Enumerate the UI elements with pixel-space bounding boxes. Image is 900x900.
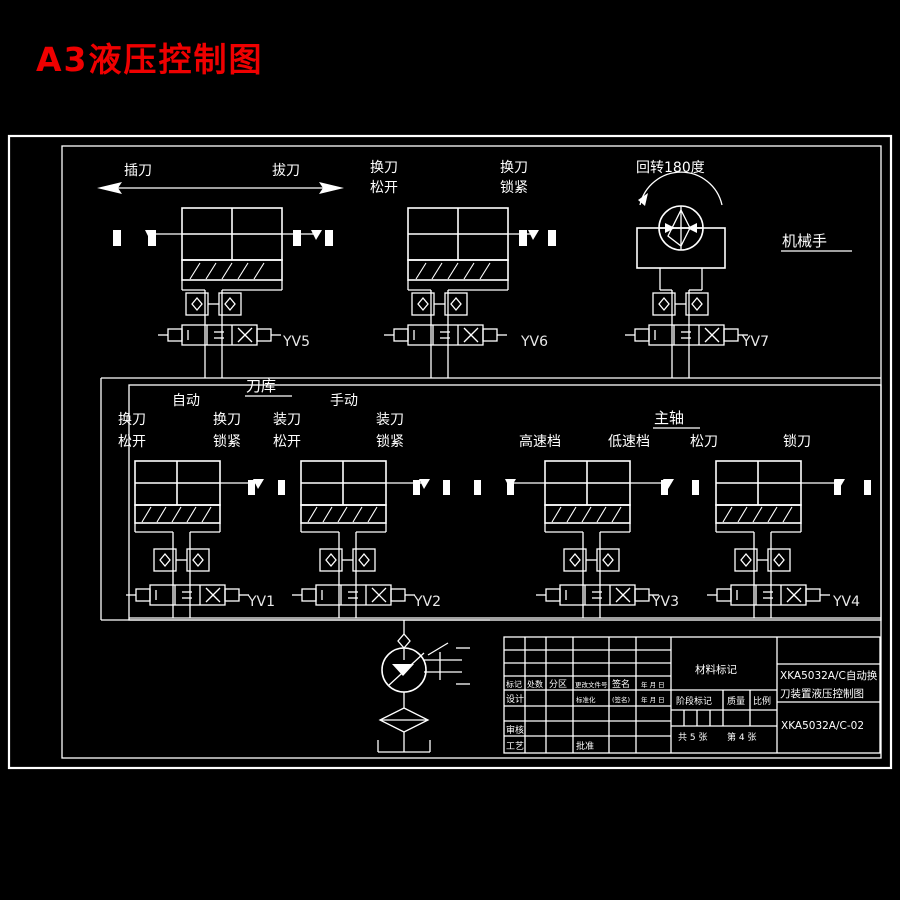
valve-label-yv5: YV5 [282, 334, 310, 350]
yv6-limit-switches [519, 230, 556, 246]
station-yv3: 高速档 低速档 [505, 433, 699, 618]
yv4-limit-switches [834, 480, 871, 495]
valve-label-yv7: YV7 [741, 334, 769, 350]
tb-weight: 质量 [727, 695, 745, 707]
section-label-manipulator: 机械手 [782, 232, 827, 250]
station-yv4: 松刀 锁刀 [690, 434, 871, 618]
mode-label-automatic: 自动 [172, 393, 200, 409]
page-title: A3液压控制图 [36, 40, 264, 79]
yv3-limit-switches [661, 480, 699, 495]
title-block: 标记 处数 分区 更改文件号 签名 年 月 日 设计 标准化 (签名) 年 月 … [503, 636, 881, 754]
section-label-tool-magazine: 刀库 [246, 377, 276, 395]
lower-section-frame [128, 384, 882, 621]
valve-label-yv2: YV2 [413, 594, 441, 610]
tb-scale: 比例 [753, 695, 771, 707]
tb-standardize-sign: (签名) [612, 695, 630, 704]
tb-sheets-total: 共 5 张 [678, 732, 707, 743]
yv3-label-right: 低速档 [608, 434, 650, 450]
drawing-frame [7, 134, 893, 770]
yv3-label-left: 高速档 [519, 433, 561, 450]
tb-review: 审核 [506, 724, 524, 736]
yv1-limit-switches [248, 480, 285, 495]
pump-unit [377, 620, 470, 753]
yv4-label-right: 锁刀 [783, 434, 811, 450]
tb-count: 处数 [527, 679, 543, 689]
tb-zone: 分区 [549, 679, 567, 690]
yv1-label-right-1: 换刀 [213, 411, 241, 428]
section-headers-lower: 刀库 主轴 自动 手动 [172, 377, 700, 429]
station-yv7: 回转180度 [625, 160, 769, 378]
yv2-label-left-2: 松开 [273, 434, 301, 450]
tb-mark: 标记 [506, 679, 522, 689]
yv1-label-right-2: 锁紧 [213, 434, 241, 450]
yv6-label-right-2: 锁紧 [500, 180, 528, 196]
yv4-label-left: 松刀 [690, 434, 718, 450]
yv5-label-right: 拔刀 [272, 163, 300, 179]
station-yv2: 装刀 松开 装刀 锁紧 [273, 412, 514, 618]
tb-material-mark: 材料标记 [695, 663, 737, 676]
manipulator-group: 机械手 [781, 232, 852, 252]
tb-drawing-name-1: XKA5032A/C自动换 [780, 669, 878, 682]
tb-process: 工艺 [506, 741, 524, 752]
tb-stage-mark: 阶段标记 [676, 695, 712, 707]
valve-label-yv3: YV3 [651, 594, 679, 610]
yv2-label-left-1: 装刀 [273, 412, 301, 428]
tb-approve: 批准 [576, 740, 594, 752]
yv2-limit-switches [413, 480, 514, 495]
yv5-label-left: 插刀 [124, 163, 152, 179]
yv6-label-right-1: 换刀 [500, 159, 528, 176]
valve-label-yv4: YV4 [832, 594, 860, 610]
tb-sheet-current: 第 4 张 [727, 731, 756, 743]
yv2-label-right-1: 装刀 [376, 412, 404, 428]
station-yv6: 换刀 松开 换刀 锁紧 [370, 159, 556, 378]
tb-standardize-date: 年 月 日 [641, 695, 665, 704]
tb-standardize: 标准化 [576, 695, 596, 704]
section-label-spindle: 主轴 [654, 409, 684, 427]
yv2-label-right-2: 锁紧 [376, 434, 404, 450]
tb-drawing-name-2: 刀装置液压控制图 [780, 687, 864, 700]
yv1-label-left-1: 换刀 [118, 411, 146, 428]
mode-label-manual: 手动 [330, 393, 358, 409]
valve-label-yv6: YV6 [520, 334, 548, 350]
tb-date: 年 月 日 [641, 680, 665, 689]
valve-label-yv1: YV1 [247, 594, 275, 610]
yv6-label-left-2: 松开 [370, 180, 398, 196]
station-yv5: 插刀 拔刀 [97, 163, 344, 378]
tb-drawing-number: XKA5032A/C-02 [781, 720, 864, 732]
yv1-label-left-2: 松开 [118, 434, 146, 450]
yv6-label-left-1: 换刀 [370, 159, 398, 176]
tb-design: 设计 [506, 693, 524, 705]
tb-signature: 签名 [612, 678, 630, 690]
yv5-limit-switches [113, 230, 333, 246]
station-yv1: 换刀 松开 换刀 锁紧 [118, 411, 285, 618]
tb-change-file-no: 更改文件号 [575, 680, 608, 689]
